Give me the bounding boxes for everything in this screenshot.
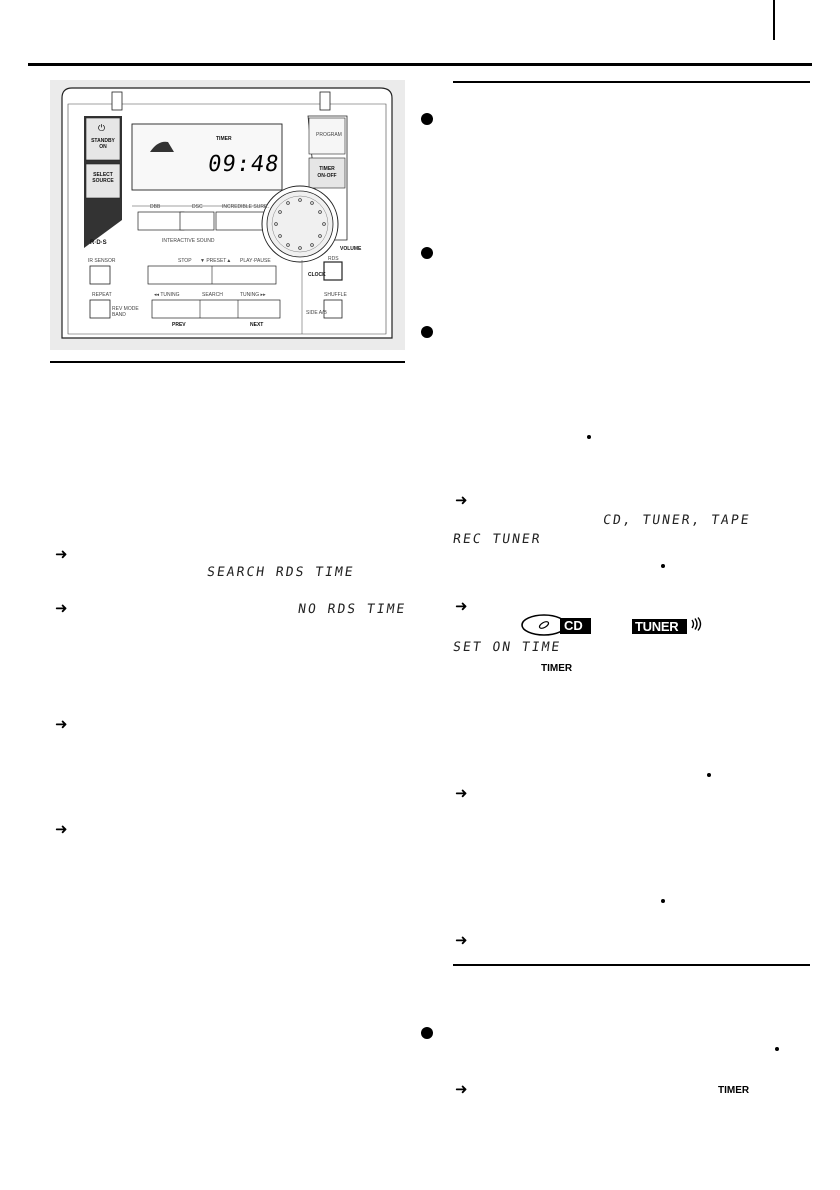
lcd-set-on-time: SET ON TIME (451, 640, 563, 655)
tuning-right-label: TUNING ▸▸ (240, 292, 266, 298)
clock-label: CLOCK (308, 272, 326, 278)
arrow-icon: ➜ (55, 599, 68, 617)
tuning-left-label: ◂◂ TUNING (154, 292, 180, 298)
search-label: SEARCH (202, 292, 223, 298)
rds-logo: R·D·S (90, 240, 107, 246)
display-timer: TIMER (216, 136, 232, 142)
shuffle-label: SHUFFLE (324, 292, 347, 298)
lcd-sources: CD, TUNER, TAPE (601, 513, 752, 528)
playpause-label: PLAY·PAUSE (240, 258, 271, 264)
right-bottom-rule (453, 964, 810, 966)
bullet-icon (421, 113, 433, 125)
lcd-rec-tuner: REC TUNER (451, 532, 543, 547)
power-icon: ⏻ (98, 124, 106, 134)
display-time: 09:48 (206, 152, 281, 177)
tuner-badge-bg (632, 619, 687, 634)
lcd-search-rds-time: SEARCH RDS TIME (205, 565, 356, 580)
interactive-label: INTERACTIVE SOUND (162, 238, 215, 244)
tuner-badge-label: TUNER (635, 619, 679, 634)
rev-mode-label: REV MODE BAND (112, 306, 139, 318)
arrow-icon: ➜ (455, 931, 468, 949)
volume-label: VOLUME (340, 246, 362, 252)
arrow-icon: ➜ (455, 597, 468, 615)
dot-icon (775, 1047, 779, 1051)
rds-label: RDS (328, 256, 339, 262)
right-top-rule (453, 81, 810, 83)
preset-label: ▼ PRESET▲ (200, 258, 232, 264)
header-rule (28, 63, 812, 66)
signal-waves-icon (691, 617, 702, 631)
dsc-label: DSC (192, 204, 203, 210)
cd-disc-icon (521, 614, 591, 636)
timer-onoff-label: ON-OFF (317, 173, 337, 179)
dot-icon (661, 564, 665, 568)
device-illustration: ⏻ STANDBY ON SELECT SOURCE PROGRAM TIMER… (50, 80, 405, 350)
device-body (50, 80, 405, 350)
program-label: PROGRAM (316, 132, 342, 138)
dot-icon (661, 899, 665, 903)
next-label: NEXT (250, 322, 264, 328)
bullet-icon (421, 247, 433, 259)
left-section-rule (50, 361, 405, 363)
arrow-icon: ➜ (455, 784, 468, 802)
cd-badge: CD (520, 614, 592, 636)
lcd-no-rds-time: NO RDS TIME (296, 602, 408, 617)
timer-indicator: TIMER (718, 1085, 750, 1096)
arrow-icon: ➜ (455, 491, 468, 509)
arrow-icon: ➜ (455, 1080, 468, 1098)
dot-icon (707, 773, 711, 777)
select-source-label: SELECT SOURCE (92, 172, 114, 184)
timer-label: TIMER (319, 166, 335, 172)
cd-badge-label: CD (564, 618, 583, 633)
arrow-icon: ➜ (55, 715, 68, 733)
bullet-icon (421, 326, 433, 338)
ir-sensor-label: IR SENSOR (88, 258, 116, 264)
bullet-icon (421, 1027, 433, 1039)
dbb-label: DBB (150, 204, 161, 210)
dot-icon (587, 435, 591, 439)
stop-label: STOP (178, 258, 192, 264)
timer-indicator: TIMER (541, 663, 573, 674)
prev-label: PREV (172, 322, 186, 328)
repeat-label: REPEAT (92, 292, 112, 298)
tuner-badge: TUNER (632, 617, 704, 637)
arrow-icon: ➜ (55, 820, 68, 838)
crop-mark (773, 0, 775, 40)
side-ab-label: SIDE A/B (306, 310, 327, 316)
incredible-label: INCREDIBLE SURR. (222, 204, 269, 210)
standby-label: STANDBY ON (91, 138, 115, 150)
arrow-icon: ➜ (55, 545, 68, 563)
